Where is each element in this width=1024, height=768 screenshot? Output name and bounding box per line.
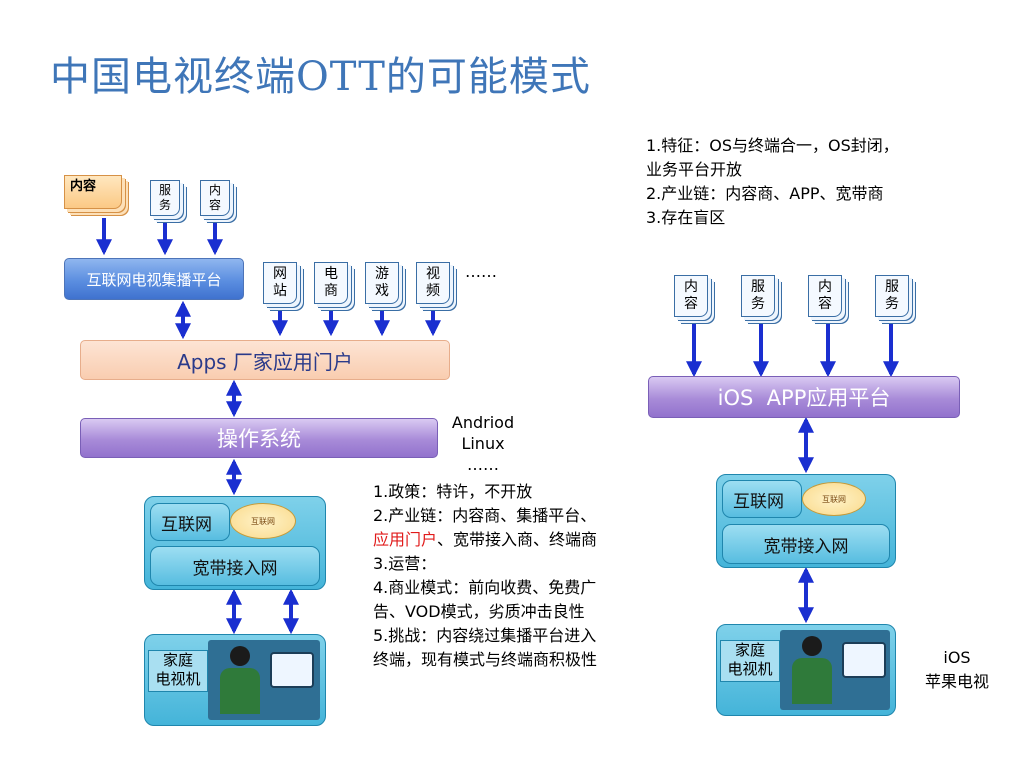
note-line: 业务平台开放	[646, 160, 743, 179]
note-line-rest: 、宽带接入商、终端商	[437, 530, 598, 549]
site-doc-video: 视 频	[416, 262, 450, 304]
note-highlight: 应用门户	[373, 530, 438, 549]
ios-label: iOS 苹果电视	[912, 646, 1002, 694]
viewer-body	[792, 658, 832, 704]
tv-illustration	[208, 640, 320, 720]
service-doc: 服 务	[150, 180, 180, 216]
os-note: Andriod Linux ……	[448, 412, 518, 475]
ios-label-line: 苹果电视	[924, 672, 989, 691]
os-note-linux: Linux	[461, 434, 505, 453]
operating-system: 操作系统	[80, 418, 438, 458]
note-line: 1.特征：OS与终端合一，OS封闭，	[646, 136, 899, 155]
ios-doc-content: 内 容	[674, 275, 708, 317]
ios-tv-illustration	[780, 630, 890, 710]
ios-broadband-label: 宽带接入网	[722, 524, 890, 564]
note-line: 终端，现有模式与终端商积极性	[373, 650, 598, 669]
content-doc: 内 容	[200, 180, 230, 216]
home-tv-label: 家庭 电视机	[148, 650, 208, 692]
site-doc-ecommerce: 电 商	[314, 262, 348, 304]
viewer-head	[802, 636, 822, 656]
note-line: 1.政策：特许，不开放	[373, 482, 533, 501]
ios-internet-cloud: 互联网	[802, 482, 866, 516]
site-ellipsis: ……	[465, 262, 497, 281]
note-line: 4.商业模式：前向收费、免费广	[373, 578, 597, 597]
note-line: 告、VOD模式，劣质冲击良性	[373, 602, 585, 621]
note-line: 5.挑战：内容绕过集播平台进入	[373, 626, 597, 645]
viewer-head	[230, 646, 250, 666]
viewer-body	[220, 668, 260, 714]
note-line: 应用门户、宽带接入商、终端商	[373, 528, 597, 552]
site-doc-games: 游 戏	[365, 262, 399, 304]
content-stack: 内容	[64, 175, 122, 209]
ios-doc-service: 服 务	[741, 275, 775, 317]
right-notes: 1.特征：OS与终端合一，OS封闭， 业务平台开放 2.产业链：内容商、APP、…	[646, 134, 899, 230]
ios-home-tv-label: 家庭 电视机	[720, 640, 780, 682]
ios-label-line: iOS	[943, 648, 971, 667]
note-line: 3.存在盲区	[646, 208, 726, 227]
page-title: 中国电视终端OTT的可能模式	[50, 54, 591, 100]
note-line: 2.产业链：内容商、集播平台、	[373, 506, 597, 525]
note-line: 2.产业链：内容商、APP、宽带商	[646, 184, 884, 203]
left-notes: 1.政策：特许，不开放 2.产业链：内容商、集播平台、 应用门户、宽带接入商、终…	[373, 480, 597, 672]
aggregation-platform: 互联网电视集播平台	[64, 258, 244, 300]
os-note-ellipsis: ……	[467, 455, 499, 474]
ios-app-platform: iOS APP应用平台	[648, 376, 960, 418]
os-note-android: Andriod	[451, 413, 515, 432]
tv-screen	[842, 642, 886, 678]
ios-doc-content-2: 内 容	[808, 275, 842, 317]
apps-portal: Apps 厂家应用门户	[80, 340, 450, 380]
ios-internet-label: 互联网	[722, 480, 802, 518]
tv-screen	[270, 652, 314, 688]
internet-cloud: 互联网	[230, 503, 296, 539]
note-line: 3.运营：	[373, 554, 437, 573]
ios-doc-service-2: 服 务	[875, 275, 909, 317]
site-doc-website: 网 站	[263, 262, 297, 304]
broadband-label: 宽带接入网	[150, 546, 320, 586]
internet-label: 互联网	[150, 503, 230, 541]
